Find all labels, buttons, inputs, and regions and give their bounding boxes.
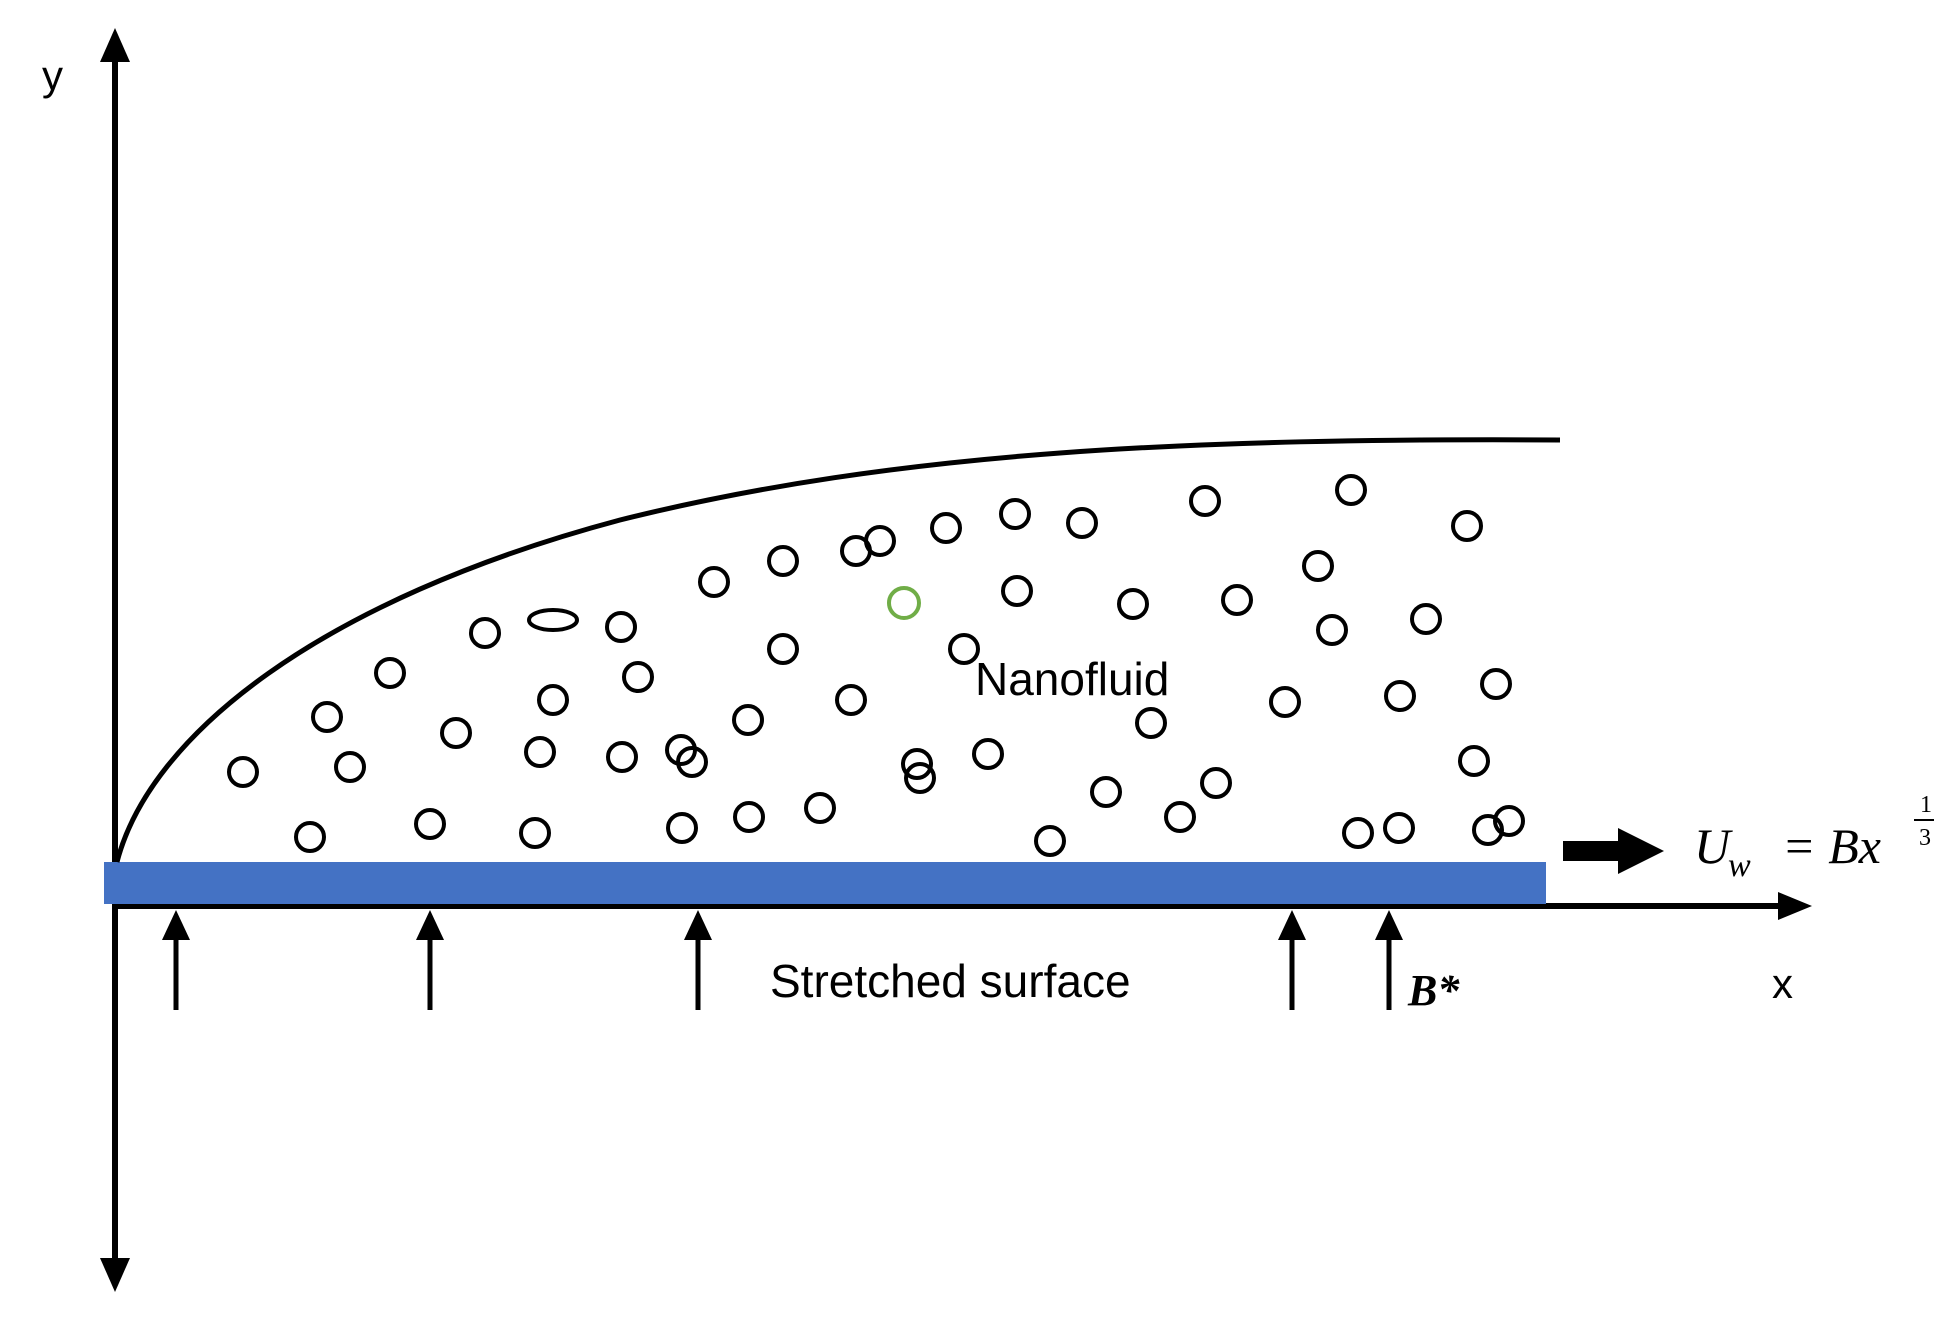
nanoparticle bbox=[948, 633, 980, 665]
nanoparticle bbox=[537, 684, 569, 716]
nanoparticle bbox=[1200, 767, 1232, 799]
nanoparticle bbox=[665, 734, 697, 766]
wall-velocity-arrow bbox=[1563, 828, 1664, 874]
nanoparticle bbox=[1269, 686, 1301, 718]
nanoparticle bbox=[1384, 680, 1416, 712]
nanoparticle bbox=[767, 545, 799, 577]
nanoparticle bbox=[864, 525, 896, 557]
y-axis-top-arrowhead bbox=[100, 28, 130, 62]
nanoparticle bbox=[524, 736, 556, 768]
nanoparticle bbox=[1189, 485, 1221, 517]
y-axis-label: y bbox=[42, 52, 63, 99]
nanoparticle bbox=[904, 762, 936, 794]
nanoparticle bbox=[1117, 588, 1149, 620]
nanoparticle bbox=[1316, 614, 1348, 646]
nanoparticle bbox=[1480, 668, 1512, 700]
nanoparticle bbox=[732, 704, 764, 736]
magnetic-field-label: B* bbox=[1407, 966, 1460, 1015]
nanoparticle bbox=[622, 661, 654, 693]
nanoparticle bbox=[1410, 603, 1442, 635]
nanoparticle bbox=[519, 817, 551, 849]
stretched-surface-label: Stretched surface bbox=[770, 955, 1131, 1007]
magnetic-field-arrow bbox=[684, 910, 712, 1010]
nanoparticle bbox=[311, 701, 343, 733]
nanoparticle bbox=[1451, 510, 1483, 542]
nanofluid-label: Nanofluid bbox=[975, 653, 1169, 705]
nanoparticle-elongated bbox=[527, 608, 579, 632]
nanoparticle bbox=[835, 684, 867, 716]
nanoparticle bbox=[1066, 507, 1098, 539]
x-axis-label: x bbox=[1772, 960, 1793, 1007]
nanoparticle bbox=[294, 821, 326, 853]
nanoparticle bbox=[733, 801, 765, 833]
velocity-subscript: w bbox=[1728, 847, 1751, 884]
magnetic-field-arrow bbox=[416, 910, 444, 1010]
nanoparticle bbox=[1335, 474, 1367, 506]
nanoparticle-highlighted bbox=[887, 586, 921, 620]
nanoparticle bbox=[1383, 812, 1415, 844]
nanoparticle bbox=[227, 756, 259, 788]
nanoparticle bbox=[1458, 745, 1490, 777]
nanoparticle bbox=[1164, 801, 1196, 833]
nanoparticle bbox=[1342, 817, 1374, 849]
nanoparticle bbox=[1493, 805, 1525, 837]
nanoparticle bbox=[972, 738, 1004, 770]
nanoparticle bbox=[1034, 825, 1066, 857]
nanoparticle bbox=[1302, 550, 1334, 582]
nanoparticle bbox=[1001, 575, 1033, 607]
boundary-layer-curve bbox=[114, 437, 1561, 863]
exponent-numerator: 1 bbox=[1920, 792, 1932, 818]
nanoparticle bbox=[1221, 584, 1253, 616]
nanoparticle bbox=[334, 751, 366, 783]
magnetic-field-arrow bbox=[1278, 910, 1306, 1010]
y-axis-bottom-arrowhead bbox=[100, 1258, 130, 1292]
exponent-denominator: 3 bbox=[1919, 825, 1931, 851]
nanoparticle bbox=[1090, 776, 1122, 808]
nanoparticle bbox=[1135, 707, 1167, 739]
nanoparticles bbox=[227, 474, 1525, 857]
nanoparticle bbox=[698, 566, 730, 598]
wall-velocity-equation: U w = Bx 1 3 bbox=[1694, 792, 1934, 884]
nanoparticle bbox=[804, 792, 836, 824]
nanoparticle bbox=[374, 657, 406, 689]
magnetic-field-arrow bbox=[1375, 910, 1403, 1010]
magnetic-field-arrows bbox=[162, 910, 1403, 1010]
nanoparticle bbox=[767, 633, 799, 665]
nanoparticle bbox=[606, 741, 638, 773]
nanoparticle bbox=[605, 611, 637, 643]
velocity-symbol: U bbox=[1694, 818, 1733, 874]
nanoparticle bbox=[666, 812, 698, 844]
nanoparticle bbox=[999, 498, 1031, 530]
nanoparticle bbox=[469, 617, 501, 649]
nanoparticle bbox=[414, 808, 446, 840]
stretching-plate bbox=[104, 862, 1546, 904]
nanoparticle bbox=[1472, 814, 1504, 846]
nanoparticle bbox=[901, 748, 933, 780]
x-axis bbox=[112, 892, 1812, 920]
velocity-rhs: = Bx bbox=[1782, 818, 1881, 874]
nanoparticle bbox=[440, 717, 472, 749]
y-axis bbox=[100, 28, 130, 1292]
nanoparticle bbox=[930, 512, 962, 544]
x-axis-arrowhead bbox=[1778, 892, 1812, 920]
magnetic-field-arrow bbox=[162, 910, 190, 1010]
